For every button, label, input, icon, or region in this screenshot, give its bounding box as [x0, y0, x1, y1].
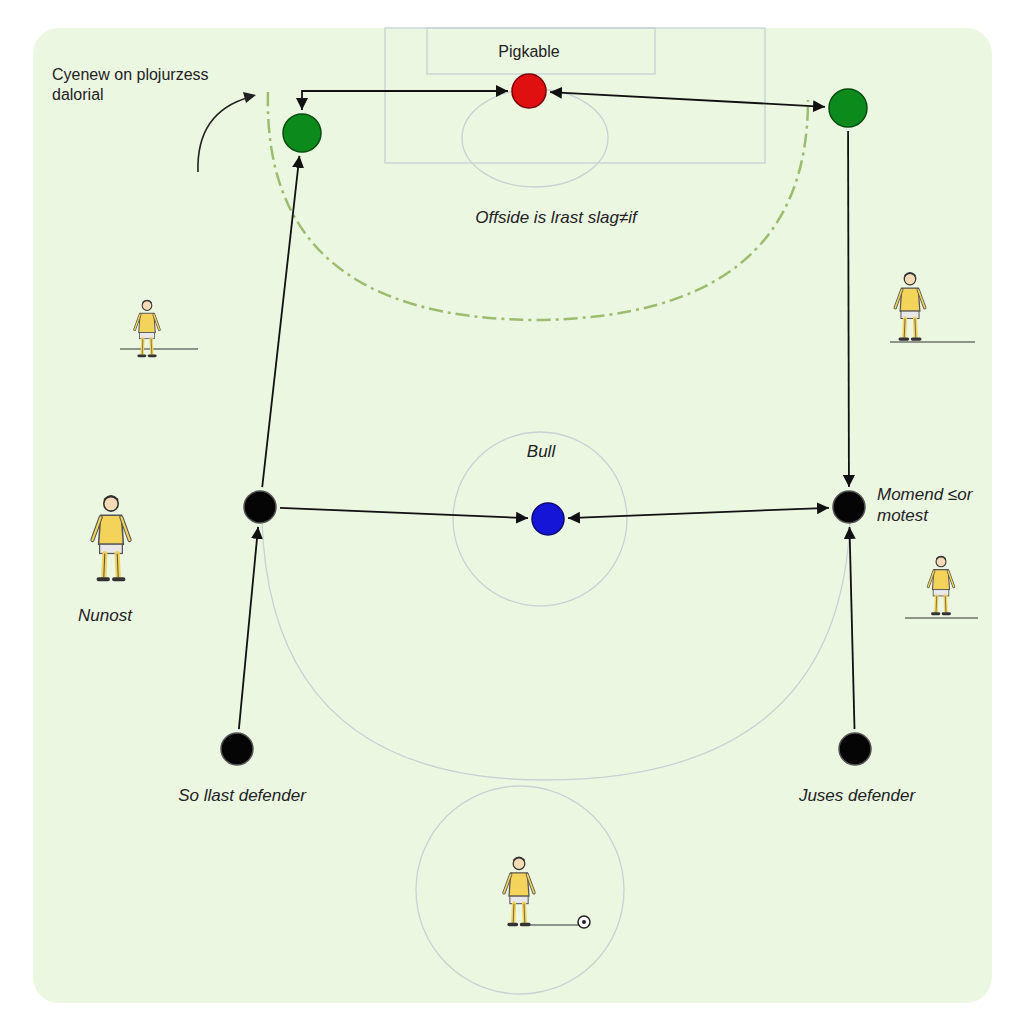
marker-circle — [532, 503, 564, 535]
player-marker — [828, 88, 868, 128]
player-figure — [928, 556, 954, 614]
player-figure — [135, 300, 160, 356]
marker-circle — [220, 732, 254, 766]
note-label: Cyenew on plojurzess dalorial — [52, 65, 257, 105]
pass-arrow — [568, 508, 829, 518]
player-marker: Pigkable — [511, 73, 547, 109]
marker-label: Pigkable — [498, 42, 559, 62]
marker-label: So llast defender — [178, 785, 306, 806]
marker-circle — [832, 490, 866, 524]
pass-arrow — [302, 91, 508, 110]
player-figure — [504, 857, 534, 925]
player-marker: Juses defender — [838, 732, 872, 766]
marker-label: Juses defender — [799, 785, 915, 806]
marker-circle — [531, 502, 565, 536]
pass-arrow — [262, 156, 299, 487]
marker-circle — [243, 490, 277, 524]
player-marker: So llast defender — [220, 732, 254, 766]
pass-arrow — [847, 131, 850, 487]
marker-circle — [221, 733, 253, 765]
player-marker: Momend ≤or motest — [832, 490, 866, 524]
marker-label: Bull — [527, 441, 555, 462]
marker-circle — [244, 491, 276, 523]
marker-circle — [283, 114, 321, 152]
marker-circle — [839, 733, 871, 765]
marker-circle — [828, 88, 868, 128]
player-marker — [282, 113, 322, 153]
pass-arrow — [239, 527, 258, 729]
player-figure — [92, 495, 129, 579]
marker-circle — [282, 113, 322, 153]
player-figure — [895, 272, 925, 339]
pass-arrow — [280, 508, 528, 518]
player-marker — [243, 490, 277, 524]
note-label: Offside is lrast slag≠if — [475, 207, 636, 228]
ball — [578, 916, 590, 928]
marker-circle — [511, 73, 547, 109]
marker-circle — [833, 491, 865, 523]
marker-circle — [829, 89, 867, 127]
pass-arrow — [550, 92, 825, 107]
pass-arrow — [849, 527, 854, 729]
marker-circle — [838, 732, 872, 766]
player-marker: Bull — [531, 502, 565, 536]
marker-circle — [512, 74, 546, 108]
marker-label: Momend ≤or motest — [877, 484, 989, 527]
note-label: Nunost — [78, 605, 132, 626]
